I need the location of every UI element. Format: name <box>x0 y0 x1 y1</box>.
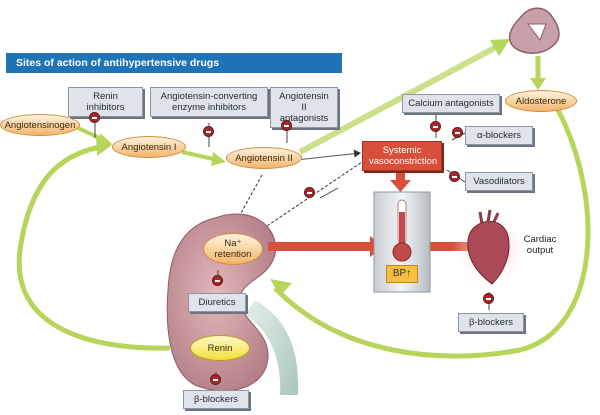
beta-heart-inhibitor-symbol <box>483 293 494 304</box>
at2-antagonists-line2: antagonists <box>279 113 329 124</box>
vasodilator-inhibitor-symbol <box>449 171 460 182</box>
na-retention-line1: Na⁺ <box>224 238 242 249</box>
bp-label: BP↑ <box>386 265 418 283</box>
beta-blockers-heart-label: β-blockers <box>468 317 513 328</box>
alpha-inhibitor-symbol <box>452 127 463 138</box>
angiotensin1-node: Angiotensin I <box>112 136 186 158</box>
angiotensinogen-label: Angiotensinogen <box>4 119 76 131</box>
cardiac-to-bp-arrow <box>426 242 472 251</box>
diuretic-inhibitor-symbol <box>212 275 223 286</box>
vasoconstriction-to-na-dashed <box>257 159 366 233</box>
na-retention-line2: retention <box>214 249 252 260</box>
ace-inhibitors-line2: enzyme inhibitors <box>172 102 246 113</box>
adrenal-arrow-head <box>490 39 510 56</box>
at2-antagonists-line1: Angiotensin II <box>279 91 329 113</box>
renin-node: Renin <box>190 335 250 361</box>
ace-inhibitors-line1: Angiotensin-converting <box>160 91 258 102</box>
angiotensin1-arrow-head <box>211 152 226 166</box>
calcium-antagonists-label: Calcium antagonists <box>408 98 494 109</box>
angiotensin1-label: Angiotensin I <box>121 141 177 153</box>
renin-to-angiotensin-arrow <box>16 144 171 351</box>
angiotensin1-arrow <box>181 150 219 162</box>
diagram-title: Sites of action of antihypertensive drug… <box>6 53 342 73</box>
bp-text: BP↑ <box>392 268 412 279</box>
vaso-to-bp-head <box>390 180 411 192</box>
calcium-antagonists-box: Calcium antagonists <box>402 94 500 113</box>
at2-inhibitor-symbol <box>281 120 292 131</box>
diuretics-label: Diuretics <box>198 297 236 308</box>
vasoconstriction-box: Systemic vasoconstriction <box>362 141 442 171</box>
beta-kidney-inhibitor-symbol <box>210 374 221 385</box>
aldosterone-arrow-head <box>270 279 292 296</box>
beta-blockers-kidney-label: β-blockers <box>193 394 238 405</box>
angiotensin2-to-vasoconstriction <box>295 149 361 161</box>
adrenal-down-arrow-head <box>530 78 546 90</box>
at2-antagonists-box: Angiotensin II antagonists <box>270 87 338 128</box>
calcium-inhibitor-symbol <box>430 121 441 132</box>
adrenal-inner <box>527 23 547 42</box>
cardiac-output-label: Cardiac output <box>515 234 565 256</box>
thermometer-bulb <box>392 242 412 262</box>
alpha-blockers-box: α-blockers <box>465 126 533 145</box>
vaso-to-bp-arrow <box>396 168 405 182</box>
cardiac-output-line1: Cardiac <box>523 234 557 245</box>
angiotensin2-to-adrenal-arrow <box>298 42 502 155</box>
aldosterone-label: Aldosterone <box>515 95 567 107</box>
vaso-to-na-inhibitor-symbol <box>304 187 315 198</box>
angiotensin2-label: Angiotensin II <box>235 152 293 164</box>
vasoconstriction-line2: vasoconstriction <box>369 156 438 167</box>
ace-inhibitor-symbol <box>203 126 214 137</box>
thermometer-mercury <box>399 212 405 248</box>
renin-inhibitor-symbol <box>89 112 100 123</box>
ace-inhibitors-box: Angiotensin-converting enzyme inhibitors <box>150 87 268 117</box>
beta-blockers-kidney-box: β-blockers <box>183 390 249 409</box>
na-to-bp-arrow <box>268 242 372 251</box>
angiotensinogen-arrow-head <box>98 133 112 146</box>
aldosterone-to-kidney-arrow <box>273 108 591 359</box>
na-retention-node: Na⁺ retention <box>203 233 263 265</box>
cardiac-output-line2: output <box>526 245 554 256</box>
diuretics-box: Diuretics <box>188 293 246 312</box>
vasoconstriction-line1: Systemic <box>382 145 422 156</box>
alpha-blockers-label: α-blockers <box>476 130 522 141</box>
vasodilators-box: Vasodilators <box>465 172 533 191</box>
renin-inhibitors-box: Renin inhibitors <box>68 87 143 117</box>
ureter <box>245 300 299 395</box>
angiotensinogen-node: Angiotensinogen <box>0 114 80 136</box>
beta-blockers-heart-box: β-blockers <box>458 313 524 332</box>
renin-inhibitors-label: Renin inhibitors <box>86 91 125 113</box>
vasodilators-label: Vasodilators <box>473 176 525 187</box>
renin-label: Renin <box>207 342 233 354</box>
heart-vessels <box>478 209 500 225</box>
heart <box>467 220 510 285</box>
angiotensin2-node: Angiotensin II <box>226 147 302 169</box>
aldosterone-node: Aldosterone <box>505 90 577 112</box>
